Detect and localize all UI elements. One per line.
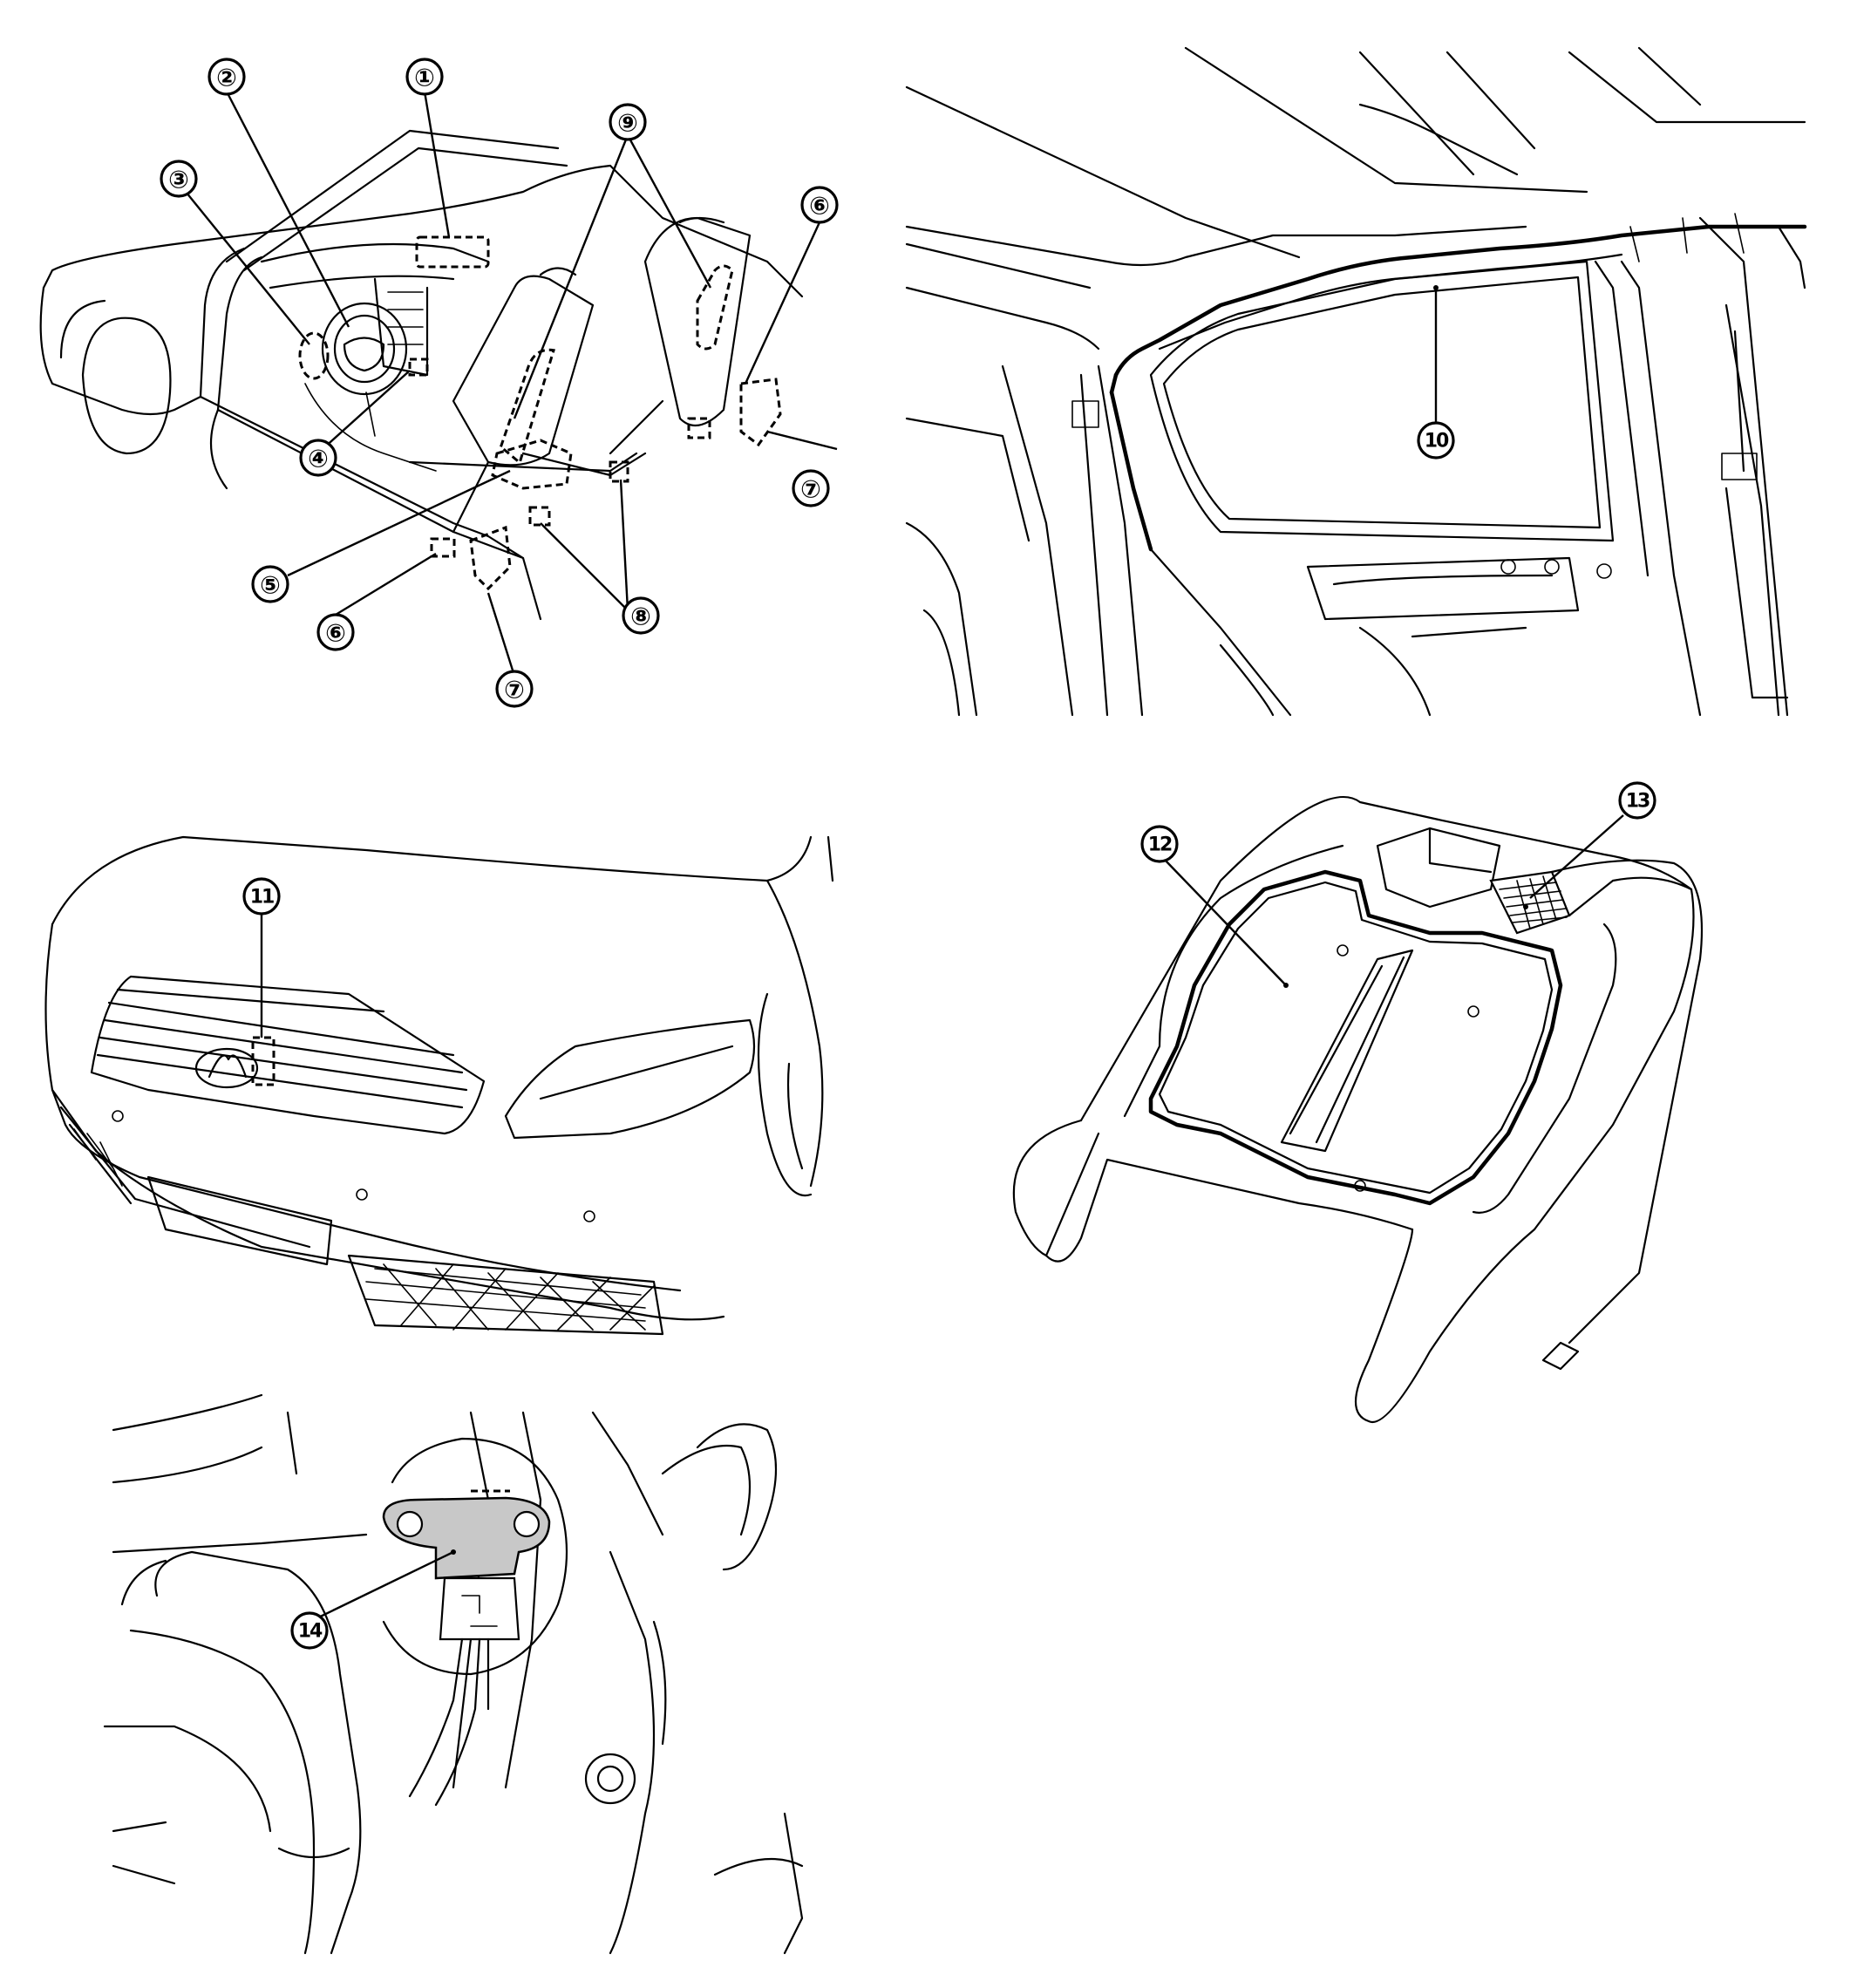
svg-text:②: ② (216, 64, 237, 92)
pretensioner-rh-dashed (687, 417, 711, 439)
panel-seat-cushion: 12 13 (1012, 781, 1704, 1424)
passenger-airbag-dashed (415, 235, 490, 269)
knee-airbag-dashed (408, 357, 429, 377)
svg-text:⑥: ⑥ (809, 192, 830, 221)
svg-text:④: ④ (308, 445, 329, 473)
buckle-lh-dashed (528, 506, 551, 527)
panel-front-bumper: 11 (44, 835, 834, 1336)
panel-interior-cabin: ① ② ③ ④ ⑤ ⑥ ⑥ ⑦ ⑦ ⑧ ⑨ (39, 58, 839, 708)
callout-6a: ⑥ (800, 186, 839, 224)
callout-13: 13 (1618, 781, 1656, 820)
svg-text:10: 10 (1425, 431, 1449, 453)
callout-2: ② (207, 58, 246, 96)
svg-text:①: ① (414, 64, 435, 92)
callout-1: ① (405, 58, 444, 96)
callout-9: ⑨ (609, 103, 647, 141)
callout-12: 12 (1140, 825, 1179, 863)
callout-4: ④ (299, 439, 337, 477)
satellite-sensor-body (382, 1496, 551, 1580)
svg-text:⑦: ⑦ (504, 676, 525, 705)
callout-8: ⑧ (622, 596, 660, 635)
callout-14: 14 (290, 1611, 329, 1650)
callout-10: 10 (1417, 421, 1455, 460)
side-airbag-lh-dashed (499, 348, 555, 466)
panel-curtain-airbag: 10 (905, 46, 1807, 717)
svg-text:⑦: ⑦ (800, 475, 821, 504)
seat-belt-lh-dashed (469, 525, 512, 591)
svg-text:14: 14 (298, 1621, 323, 1643)
seat-belt-rh-dashed (739, 378, 782, 447)
control-unit-dashed (491, 439, 573, 490)
callout-7a: ⑦ (792, 469, 830, 507)
svg-text:③: ③ (168, 166, 189, 194)
spiral-cable-dashed (298, 331, 330, 380)
panel-satellite-sensor: 14 (103, 1393, 804, 1955)
side-airbag-rh-dashed (696, 264, 734, 351)
callout-6b: ⑥ (316, 613, 355, 651)
callout-3: ③ (160, 160, 198, 198)
svg-text:⑨: ⑨ (617, 109, 638, 138)
callout-5: ⑤ (251, 565, 289, 603)
svg-text:11: 11 (250, 887, 274, 909)
svg-text:13: 13 (1626, 791, 1650, 813)
svg-text:⑧: ⑧ (630, 603, 651, 631)
callout-7b: ⑦ (495, 670, 534, 708)
buckle-rh-dashed (609, 460, 629, 483)
callout-11: 11 (242, 877, 281, 916)
svg-text:12: 12 (1148, 834, 1172, 856)
svg-text:⑤: ⑤ (260, 571, 281, 600)
pretensioner-lh-dashed (430, 537, 456, 558)
svg-text:⑥: ⑥ (325, 619, 346, 648)
